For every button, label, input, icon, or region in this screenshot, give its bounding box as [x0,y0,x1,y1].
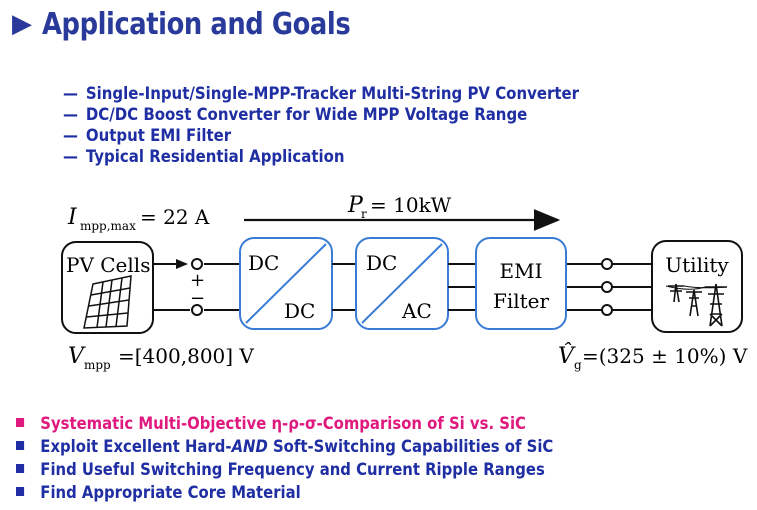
square-bullet-icon [16,441,25,450]
dash-icon: — [63,84,78,104]
play-triangle-icon: ▶ [12,9,32,39]
objective-item: Exploit Excellent Hard-AND Soft-Switchin… [16,435,553,458]
objective-item: Find Appropriate Core Material [16,481,553,504]
dash-icon: — [63,105,78,125]
plus-sign: + [190,270,205,291]
dash-icon: — [63,147,78,167]
v-g-symbol: V̂ [558,343,576,369]
i-mpp-subscript: mpp,max [80,219,136,233]
dcdc-diagonal [245,243,327,324]
v-g-value: =(325 ± 10%) V [582,344,748,368]
v-mpp-symbol: V [68,344,86,369]
i-mpp-value: = 22 A [140,205,210,229]
goal-item: — Single-Input/Single-MPP-Tracker Multi-S… [63,84,579,105]
solar-panel-icon [83,275,132,329]
goals-list: — Single-Input/Single-MPP-Tracker Multi-S… [63,84,649,168]
objectives-list: Systematic Multi-Objective η-ρ-σ-Compari… [16,412,613,504]
current-arrow-icon [176,259,188,269]
minus-sign: − [190,288,205,309]
page-title: Application and Goals [42,6,351,42]
objective-text: Find Appropriate Core Material [40,483,301,502]
terminal-phase-b [601,281,613,293]
i-mpp-symbol: I [67,205,78,230]
terminal-plus [191,258,203,270]
objective-text: Systematic Multi-Objective η-ρ-σ-Compari… [40,414,526,433]
p-r-value: = 10kW [370,193,452,217]
square-bullet-icon [16,487,25,496]
goal-text: Single-Input/Single-MPP-Tracker Multi-St… [85,84,580,104]
terminal-minus [191,304,203,316]
goal-text: DC/DC Boost Converter for Wide MPP Volta… [85,105,528,125]
dcac-top-label: DC [366,251,397,275]
goal-text: Typical Residential Application [85,147,345,167]
dcac-diagonal [361,243,443,324]
objective-text: Exploit Excellent Hard- [40,437,232,456]
v-mpp-subscript: mpp [84,358,111,372]
p-r-subscript: r [361,207,367,221]
objective-text: Find Useful Switching Frequency and Curr… [40,460,545,479]
emi-top-label: EMI [500,259,543,283]
dcac-bottom-label: AC [401,299,432,323]
dcdc-bottom-label: DC [284,299,315,323]
pv-cells-label: PV Cells [66,253,150,277]
objective-emphasis: AND [231,437,268,456]
p-r-symbol: P [347,193,364,218]
dash-icon: — [63,126,78,146]
v-mpp-value: =[400,800] V [118,344,254,368]
square-bullet-icon [16,464,25,473]
ac-three-phase-wires [448,263,652,311]
goal-item: — Typical Residential Application [63,147,579,168]
square-bullet-icon [16,418,25,427]
goal-text: Output EMI Filter [85,126,232,146]
dcdc-top-label: DC [248,251,279,275]
goal-item: — DC/DC Boost Converter for Wide MPP Volt… [63,105,579,126]
objective-text: Soft-Switching Capabilities of SiC [267,437,554,456]
emi-filter-block [475,237,567,330]
v-g-subscript: g [574,358,582,372]
utility-label: Utility [665,253,729,277]
transmission-tower-icon [665,283,728,327]
dc-input-wires [153,263,240,311]
terminal-phase-a [601,258,613,270]
terminal-phase-c [601,304,613,316]
objective-item: Systematic Multi-Objective η-ρ-σ-Compari… [16,412,553,435]
emi-bottom-label: Filter [493,289,550,313]
dc-link-wires [332,263,356,311]
slide-title: ▶ Application and Goals [12,4,400,44]
goal-item: — Output EMI Filter [63,126,579,147]
converter-block-diagram: I mpp,max = 22 A P r = 10kW PV Cells + −… [61,193,748,372]
pv-cells-box [61,241,154,334]
objective-item: Find Useful Switching Frequency and Curr… [16,458,553,481]
